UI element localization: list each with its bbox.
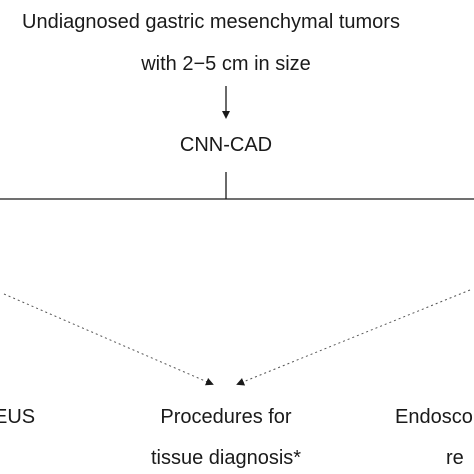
- cnn-cad-label: CNN-CAD: [179, 134, 273, 156]
- top-title-line1: Undiagnosed gastric mesenchymal tumors: [22, 11, 400, 33]
- top-title-line2: with 2−5 cm in size: [141, 53, 311, 75]
- endoscopic-label-line1: Endosco: [395, 406, 473, 428]
- eus-label: EUS: [0, 406, 36, 428]
- tissue-diagnosis-line1: Procedures for: [160, 406, 292, 428]
- tissue-diagnosis-line2: tissue diagnosis*: [150, 447, 302, 469]
- dotted-arrow-left: [3, 293, 214, 386]
- endoscopic-label-line2: re: [446, 447, 464, 469]
- dotted-arrow-right: [236, 289, 471, 386]
